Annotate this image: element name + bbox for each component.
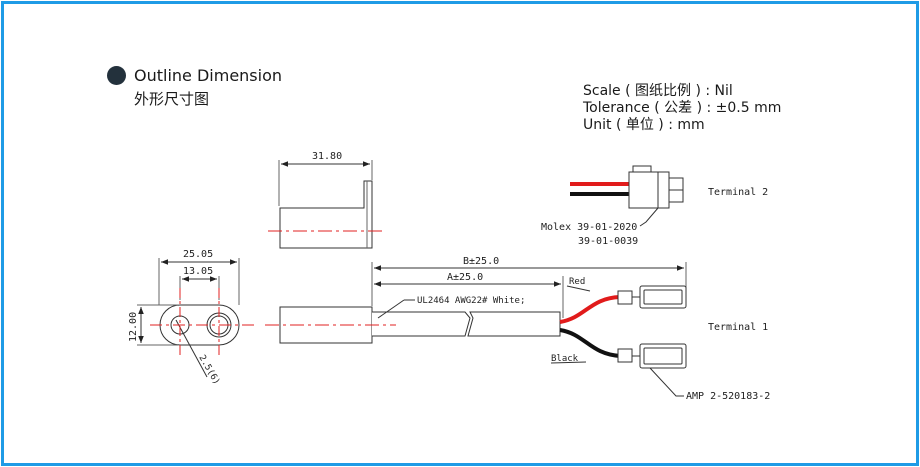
end-view — [137, 258, 254, 378]
terminal-1-label: Terminal 1 — [708, 322, 768, 333]
dim-length-a: A±25.0 — [447, 272, 483, 283]
bullet-icon — [107, 66, 126, 85]
dim-top-length: 31.80 — [312, 151, 342, 162]
dim-height: 12.00 — [128, 312, 139, 342]
molex-label-1: Molex 39-01-2020 — [541, 222, 637, 233]
top-view — [268, 160, 384, 249]
side-view — [265, 262, 687, 344]
red-wire — [559, 295, 621, 324]
spec-scale: Scale ( 图纸比例 ) : Nil — [583, 83, 733, 99]
terminal-1-connectors — [617, 285, 687, 397]
amp-label: AMP 2-520183-2 — [686, 391, 770, 402]
black-wire-label: Black — [551, 354, 579, 364]
drawing-subtitle: 外形尺寸图 — [134, 90, 210, 108]
dim-outer-width: 25.05 — [183, 249, 213, 260]
drawing-title: Outline Dimension — [134, 66, 283, 85]
terminal-2-connector — [628, 165, 684, 227]
dim-length-b: B±25.0 — [463, 256, 499, 267]
dim-inner-width: 13.05 — [183, 266, 213, 277]
black-wire — [559, 328, 621, 358]
spec-tolerance: Tolerance ( 公差 ) : ±0.5 mm — [583, 100, 782, 116]
red-wire-label: Red — [569, 277, 585, 287]
molex-label-2: 39-01-0039 — [578, 236, 638, 247]
terminal-2-label: Terminal 2 — [708, 187, 768, 198]
cable-label: UL2464 AWG22# White; — [417, 296, 525, 306]
dim-hole: 2.5(6) — [196, 354, 221, 387]
spec-unit: Unit ( 单位 ) : mm — [583, 117, 705, 133]
